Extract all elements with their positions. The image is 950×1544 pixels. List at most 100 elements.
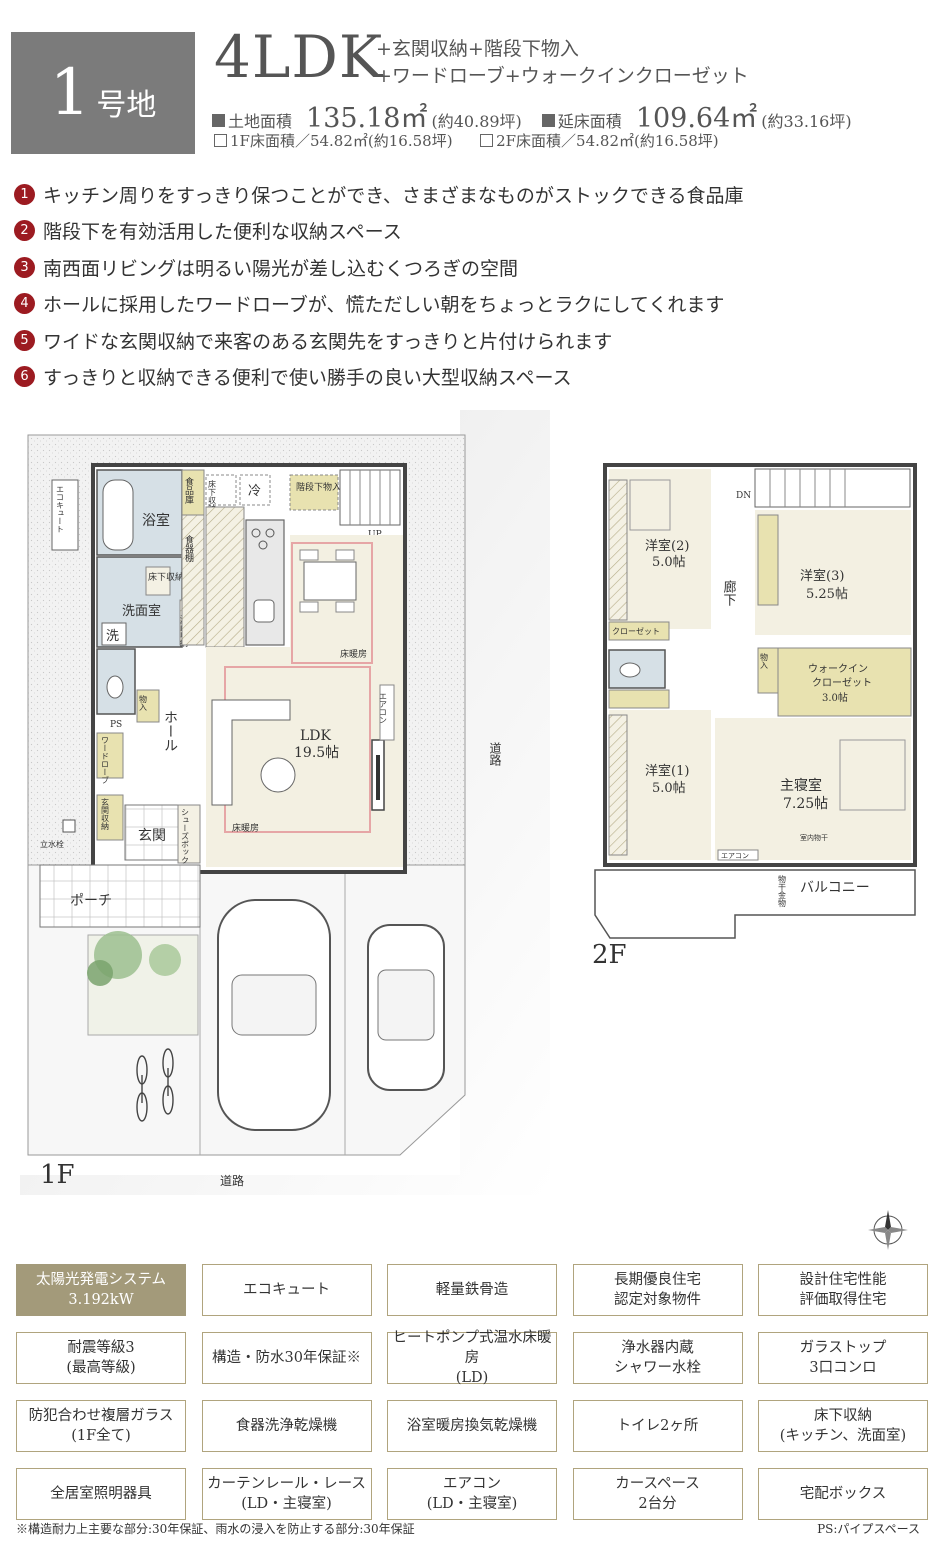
- spec-tile: カーテンレール・レース (LD・主寝室): [201, 1468, 372, 1520]
- car-icon: [367, 924, 445, 1091]
- food-shelf-label: 食器棚: [183, 534, 194, 563]
- floor1-area: 1F床面積／54.82㎡(約16.58坪): [230, 132, 453, 150]
- lot-suffix: 号地: [96, 88, 157, 123]
- bath-label: 浴室: [142, 512, 170, 529]
- washroom-label: 洗面室: [122, 603, 161, 619]
- spec-tile: 軽量鉄骨造: [387, 1264, 557, 1316]
- road-label-right: 道路: [488, 742, 502, 766]
- spec-tile: ヒートポンプ式温水床暖房 (LD): [387, 1330, 557, 1386]
- closet-room2: [608, 479, 628, 621]
- floor-label-2f: 2F: [592, 940, 627, 970]
- spec-tile: 耐震等級3 (最高等級): [16, 1332, 186, 1384]
- hollow-square-icon: [480, 134, 494, 147]
- closet-label: クローゼット: [612, 626, 660, 636]
- plan-extras-line2: +ワードローブ+ウォークインクローゼット: [376, 65, 749, 87]
- underfloor-label: 床下収納: [148, 571, 184, 583]
- balcony-label: バルコニー: [800, 880, 870, 896]
- floor-plan-1f: 浴室 洗面室 洗 床下収納 洗面収納 食品庫 食器棚 床下収納 冷 階段下物入 …: [20, 410, 550, 1195]
- lot-number-box: 1 号地: [11, 32, 195, 154]
- feature-text: 階段下を有効活用した便利な収納スペース: [43, 221, 402, 244]
- lot-number: 1: [49, 56, 91, 130]
- floor-heating-label: 床暖房: [340, 648, 367, 660]
- food-shelf: [181, 514, 205, 646]
- closet-room3: [757, 514, 779, 606]
- floor-plan-2f: 洋室(2) 5.0帖 クローゼット 洋室(1) 5.0帖 廊下 DN 洋室(3)…: [594, 463, 917, 939]
- storage-label-2f: 物入: [760, 652, 769, 669]
- master-label: 主寝室: [780, 777, 822, 794]
- shoebox: [177, 804, 201, 864]
- room2-size: 5.0帖: [652, 555, 686, 570]
- car-icon: [217, 899, 331, 1131]
- bathtub-icon: [102, 479, 134, 551]
- feature-text: ワイドな玄関収納で来客のある玄関先をすっきりと片付けられます: [43, 330, 613, 353]
- floor-heating-zone: [291, 542, 373, 664]
- room1-size: 5.0帖: [652, 781, 686, 796]
- floor2-area: 2F床面積／54.82㎡(約16.58坪): [496, 132, 719, 150]
- bed-icon: [839, 739, 906, 811]
- kitchen-island: [245, 519, 285, 646]
- spec-tile: ガラストップ 3口コンロ: [758, 1332, 928, 1384]
- hall-label: ホール: [162, 710, 178, 752]
- under-stairs-label: 階段下物入: [296, 481, 341, 493]
- road-label-bottom: 道路: [220, 1174, 245, 1188]
- land-area-value: 135.18㎡: [306, 103, 428, 134]
- kitchen-underfloor-storage: [205, 474, 237, 506]
- toilet-icon: [106, 675, 124, 699]
- floor-area-value: 109.64㎡: [635, 103, 758, 134]
- fridge-label: 冷: [248, 484, 261, 499]
- room-3: [755, 510, 911, 635]
- indoor-dryer-label: 室内物干: [800, 833, 828, 842]
- wic-size: 3.0帖: [822, 691, 848, 704]
- ldk-size: 19.5帖: [294, 745, 339, 761]
- feature-text: キッチン周りをすっきり保つことができ、さまざまなものがストックできる食品庫: [43, 184, 744, 207]
- floor-label-1f: 1F: [40, 1160, 75, 1190]
- compass-icon: [868, 1210, 908, 1250]
- dryer-hardware-label: 物干金物: [778, 874, 787, 908]
- washer-icon: [101, 622, 127, 646]
- entrance-storage-label: 玄関収納: [101, 797, 110, 831]
- feature-text: ホールに採用したワードローブが、慌ただしい朝をちょっとラクにしてくれます: [43, 294, 725, 317]
- ecocute-unit: [51, 479, 79, 551]
- spec-tile: 全居室照明器具: [16, 1468, 186, 1520]
- entrance-label: 玄関: [138, 827, 166, 844]
- sink-icon: [253, 599, 275, 623]
- wardrobe-label: ワードローブ: [101, 736, 110, 784]
- under-stairs-storage: [289, 474, 339, 511]
- faucet-label: 立水栓: [40, 839, 64, 849]
- number-badge: 4: [14, 293, 35, 315]
- spec-tile: 構造・防水30年保証※: [201, 1332, 372, 1384]
- aircon-label: エアコン: [379, 692, 388, 724]
- room3-label: 洋室(3): [800, 568, 844, 584]
- number-badge: 2: [14, 220, 35, 242]
- closet-strip: [608, 689, 670, 709]
- area-summary: 土地面積 135.18㎡ (約40.89坪) 延床面積 109.64㎡ (約33…: [212, 96, 872, 135]
- aircon-label-2f: エアコン: [721, 852, 749, 860]
- land-area-label: 土地面積: [228, 112, 293, 131]
- spec-tile: 宅配ボックス: [758, 1468, 928, 1520]
- feature-item: 2 階段下を有効活用した便利な収納スペース: [14, 213, 744, 250]
- ecocute-label: エコキュート: [56, 485, 65, 533]
- spec-tile: 浄水器内蔵 シャワー水栓: [572, 1332, 743, 1384]
- balcony: [594, 869, 916, 939]
- hollow-square-icon: [214, 134, 227, 147]
- spec-tile: 防犯合わせ複層ガラス (1F全て): [16, 1400, 186, 1452]
- room2-label: 洋室(2): [645, 538, 689, 554]
- plan-extras-line1: +玄関収納+階段下物入: [376, 38, 579, 60]
- spec-tile: カースペース 2台分: [572, 1468, 743, 1520]
- bed-icon: [629, 479, 671, 531]
- square-icon: [212, 114, 225, 127]
- stairs-2f: [754, 468, 911, 508]
- fridge-icon: [239, 474, 271, 506]
- aircon-1f-icon: [379, 684, 395, 741]
- storage-label: 物入: [139, 694, 148, 711]
- entrance-storage: [96, 794, 124, 841]
- kitchen-counter-back: [205, 506, 245, 648]
- dining-table-icon: [303, 561, 357, 601]
- wic-label2: クローゼット: [812, 677, 872, 689]
